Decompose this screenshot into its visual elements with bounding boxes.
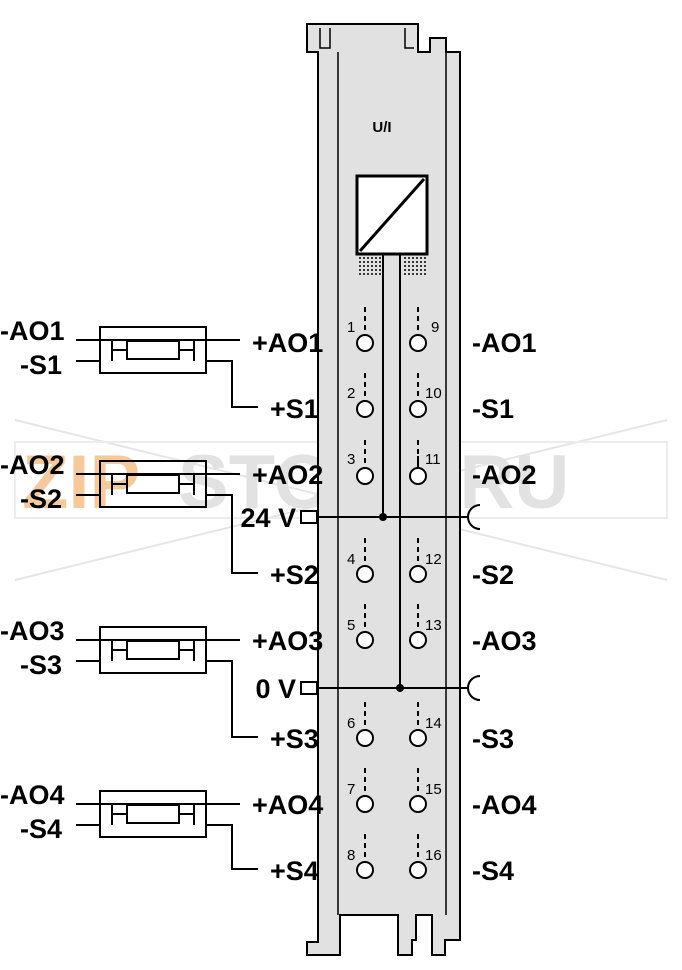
terminal-label-top: +AO3 [252,626,323,656]
pin-number: 15 [425,781,442,798]
channel-1: -AO1 -S1 +AO1 +S1 1 2 9 10 -AO1 -S1 [0,316,537,424]
pin-number: 10 [425,385,442,402]
watermark-zip: ZIP [22,440,140,525]
output-label-bottom: -S2 [472,560,514,590]
channel-4: -AO4 -S4 +AO4 +S4 7 8 15 16 -AO4 -S4 [0,780,537,886]
converter-block [355,174,429,275]
output-label-top: -AO1 [472,328,537,358]
terminal-contact [356,768,374,813]
pin-number: 16 [425,847,442,864]
channel-2: -AO2 -S2 +AO2 +S2 3 4 11 12 -AO2 -S2 [0,450,537,590]
terminal-contact [409,440,427,485]
output-label-top: -AO3 [472,626,537,656]
terminal-contact [409,768,427,813]
terminal-label-top: +AO2 [252,460,323,490]
terminal-label-bottom: +S3 [270,724,319,754]
terminal-contact [409,373,427,418]
load-label-top: -AO2 [0,450,65,480]
module-title: U/I [372,119,391,136]
terminal-contact [409,538,427,583]
terminal-label-top: +AO1 [252,328,323,358]
terminal-contact [356,538,374,583]
output-label-bottom: -S1 [472,394,514,424]
label-0v: 0 V [255,674,296,704]
pin-number: 4 [347,551,355,568]
terminal-contact [409,307,427,352]
load-label-bottom: -S3 [20,650,62,680]
terminal-contact [356,307,374,352]
pin-number: 1 [347,319,355,336]
power-0v: 0 V [255,674,481,704]
output-label-top: -AO2 [472,460,537,490]
output-label-bottom: -S3 [472,724,514,754]
load-label-top: -AO1 [0,316,65,346]
pin-number: 3 [347,451,355,468]
terminal-contacts [356,307,427,879]
pin-number: 13 [425,617,442,634]
terminal-contact [409,604,427,649]
pin-number: 14 [425,715,442,732]
terminal-contact [409,834,427,879]
pin-number: 5 [347,617,355,634]
label-24v: 24 V [240,503,296,533]
terminal-contact [356,702,374,747]
output-label-top: -AO4 [472,790,537,820]
terminal-contact [409,702,427,747]
pin-number: 2 [347,385,355,402]
terminal-contact [356,604,374,649]
load-label-bottom: -S2 [20,484,62,514]
output-label-bottom: -S4 [472,856,514,886]
terminal-label-top: +AO4 [252,790,323,820]
pin-number: 7 [347,781,355,798]
terminal-contact [356,834,374,879]
load-label-top: -AO4 [0,780,65,810]
power-24v: 24 V [240,503,481,533]
load-label-top: -AO3 [0,616,65,646]
load-label-bottom: -S4 [20,814,62,844]
terminal-contact [356,373,374,418]
terminal-label-bottom: +S2 [270,560,319,590]
terminal-label-bottom: +S1 [270,394,319,424]
terminal-contact [356,440,374,485]
load-label-bottom: -S1 [20,350,62,380]
pin-number: 12 [425,551,442,568]
channel-3: -AO3 -S3 +AO3 +S3 5 6 13 14 -AO3 -S3 [0,616,537,754]
pin-number: 8 [347,847,355,864]
terminal-label-bottom: +S4 [270,856,319,886]
pin-number: 9 [431,319,439,336]
pin-number: 6 [347,715,355,732]
pin-number: 11 [425,451,441,468]
